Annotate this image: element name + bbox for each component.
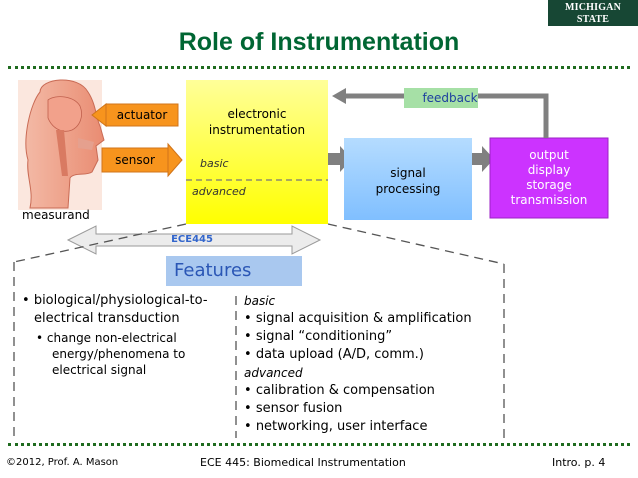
signal-processing-box [344, 138, 472, 220]
storage-label: storage [526, 178, 572, 192]
msu-logo: MICHIGAN STATE UNIVERSITY [548, 0, 638, 33]
right-advanced-label: advanced [244, 366, 303, 380]
left-feature-list: biological/physiological-to- electrical … [22, 292, 232, 378]
output-box [489, 137, 609, 219]
footer-page: Intro. p. 4 [552, 456, 606, 469]
measurand-label: measurand [22, 208, 90, 222]
logo-line2: UNIVERSITY [553, 27, 632, 33]
features-heading: Features [166, 256, 302, 286]
ece445-arrow [66, 225, 322, 255]
top-rule [8, 66, 630, 72]
basic-label: basic [200, 157, 229, 170]
right-basic-item-3: data upload (A/D, comm.) [244, 346, 508, 364]
left-sub-list: change non-electrical energy/phenomena t… [22, 330, 232, 378]
right-basic-label: basic [244, 294, 276, 308]
footer-course: ECE 445: Biomedical Instrumentation [200, 456, 406, 469]
head-illustration [18, 79, 105, 210]
right-advanced-item-2: sensor fusion [244, 400, 508, 418]
actuator-arrowhead [91, 102, 107, 128]
bottom-rule [8, 443, 630, 449]
logo-line1: MICHIGAN STATE [564, 2, 622, 25]
output-label: output [529, 148, 569, 162]
electronic-instrumentation-box [186, 80, 328, 224]
actuator-label: actuator [116, 108, 168, 122]
transmission-label: transmission [510, 193, 588, 207]
sensor-arrowhead [167, 142, 183, 178]
feedback-label: feedback [422, 91, 478, 105]
right-basic-item-2: signal “conditioning” [244, 328, 508, 346]
right-basic-item-1: signal acquisition & amplification [244, 310, 508, 328]
right-advanced-item-3: networking, user interface [244, 418, 508, 436]
feedback-box [404, 88, 478, 108]
display-label: display [527, 163, 571, 177]
footer-copyright: ©2012, Prof. A. Mason [6, 457, 119, 468]
electronic-instrumentation-label: electronic instrumentation [208, 107, 306, 137]
left-item-line2: electrical transduction [34, 311, 180, 326]
ece445-label: ECE445 [171, 234, 213, 245]
right-feature-list: basic signal acquisition & amplification… [244, 292, 508, 436]
output-labels: output display storage transmission [490, 148, 608, 208]
left-item-line1: biological/physiological-to- [22, 292, 232, 310]
right-advanced-item-1: calibration & compensation [244, 382, 508, 400]
left-sub-line1: change non-electrical [22, 330, 232, 346]
sensor-label: sensor [115, 153, 155, 167]
left-sub-line3: electrical signal [52, 363, 147, 377]
slide-title: Role of Instrumentation [178, 28, 460, 56]
advanced-label: advanced [192, 185, 246, 198]
left-sub-line2: energy/phenomena to [52, 347, 186, 361]
signal-processing-label: signal processing [375, 166, 441, 196]
